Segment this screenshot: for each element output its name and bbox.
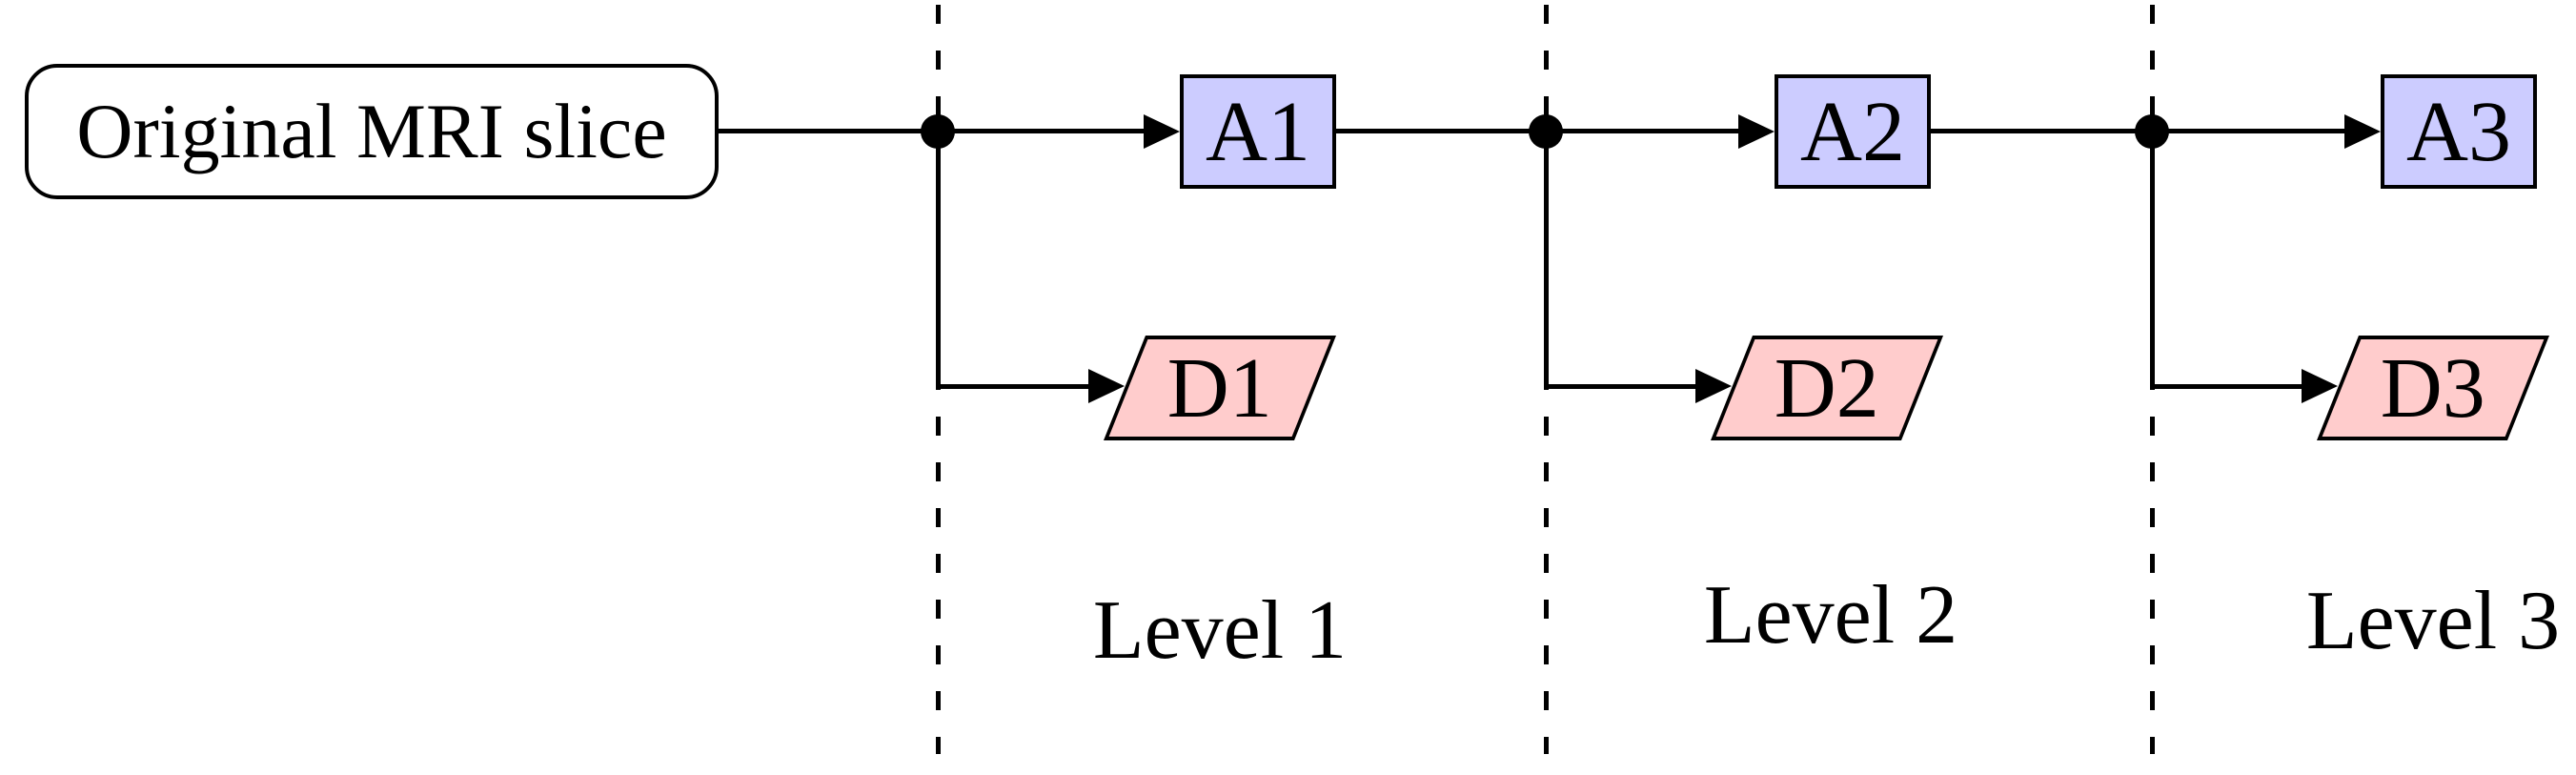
arrowhead-into-a1-icon xyxy=(1144,114,1180,149)
approximation-node-a3: A3 xyxy=(2381,74,2537,189)
detail-node-d3: D3 xyxy=(2317,336,2549,440)
approximation-node-a1: A1 xyxy=(1180,74,1336,189)
elbow-vertical-to-d1 xyxy=(936,131,941,389)
arrowhead-into-d1-icon xyxy=(1088,369,1125,403)
d2-label: D2 xyxy=(1775,340,1879,436)
detail-node-d1: D1 xyxy=(1104,336,1336,440)
junction-dot-level2-icon xyxy=(1529,114,1563,149)
arrowhead-into-a3-icon xyxy=(2344,114,2381,149)
elbow-vertical-to-d2 xyxy=(1544,131,1549,389)
elbow-horizontal-to-d1 xyxy=(936,384,1088,389)
approximation-node-a2: A2 xyxy=(1775,74,1931,189)
a2-label: A2 xyxy=(1800,84,1905,179)
d3-label: D3 xyxy=(2381,340,2485,436)
a1-label: A1 xyxy=(1206,84,1310,179)
elbow-horizontal-to-d3 xyxy=(2150,384,2302,389)
level-3-caption: Level 3 xyxy=(2305,575,2561,667)
detail-node-d2: D2 xyxy=(1711,336,1943,440)
level-1-caption: Level 1 xyxy=(1092,584,1348,677)
source-node-original-mri-slice: Original MRI slice xyxy=(25,64,719,199)
junction-dot-level3-icon xyxy=(2135,114,2169,149)
elbow-vertical-to-d3 xyxy=(2150,131,2155,389)
source-node-label: Original MRI slice xyxy=(76,88,667,174)
arrowhead-into-a2-icon xyxy=(1738,114,1775,149)
level-2-caption: Level 2 xyxy=(1703,569,1958,662)
junction-dot-level1-icon xyxy=(921,114,955,149)
a3-label: A3 xyxy=(2406,84,2511,179)
arrowhead-into-d2-icon xyxy=(1695,369,1732,403)
elbow-horizontal-to-d2 xyxy=(1544,384,1695,389)
d1-label: D1 xyxy=(1167,340,1272,436)
arrowhead-into-d3-icon xyxy=(2302,369,2338,403)
